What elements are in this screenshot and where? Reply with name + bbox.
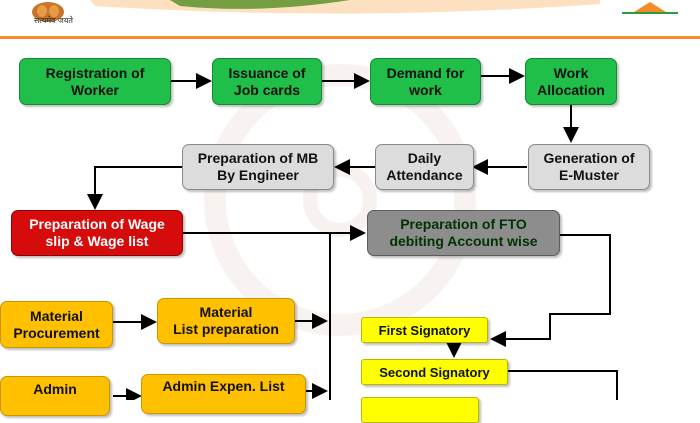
header-green-swoosh <box>170 0 350 9</box>
node-preparation-of-fto: Preparation of FTO debiting Account wise <box>367 210 560 256</box>
ashoka-chakra-watermark <box>204 64 476 336</box>
node-preparation-of-mb: Preparation of MB By Engineer <box>182 144 334 190</box>
node-work-allocation: Work Allocation <box>525 58 617 105</box>
node-admin-expen-list: Admin Expen. List <box>141 374 306 414</box>
node-generation-of-emuster: Generation of E-Muster <box>528 144 650 190</box>
node-issuance-of-job-cards: Issuance of Job cards <box>212 58 322 105</box>
node-material-procurement: Material Procurement <box>0 301 113 348</box>
header-divider-line <box>0 36 700 39</box>
node-admin: Admin <box>0 376 110 416</box>
node-daily-attendance: Daily Attendance <box>375 144 474 190</box>
node-registration-of-worker: Registration of Worker <box>19 58 171 105</box>
nrega-logo-graphic <box>614 0 686 30</box>
node-demand-for-work: Demand for work <box>370 58 481 105</box>
node-next-signatory-partial <box>361 397 479 423</box>
emblem-logo <box>32 2 64 22</box>
node-material-list-preparation: Material List preparation <box>157 298 295 344</box>
node-second-signatory: Second Signatory <box>361 359 508 385</box>
emblem-motto: सत्यमेव जयते <box>34 16 73 25</box>
nrega-logo <box>614 0 686 30</box>
node-preparation-of-wage-slip: Preparation of Wage slip & Wage list <box>11 210 183 256</box>
header-orange-swoosh <box>90 0 600 14</box>
node-first-signatory: First Signatory <box>361 317 488 343</box>
